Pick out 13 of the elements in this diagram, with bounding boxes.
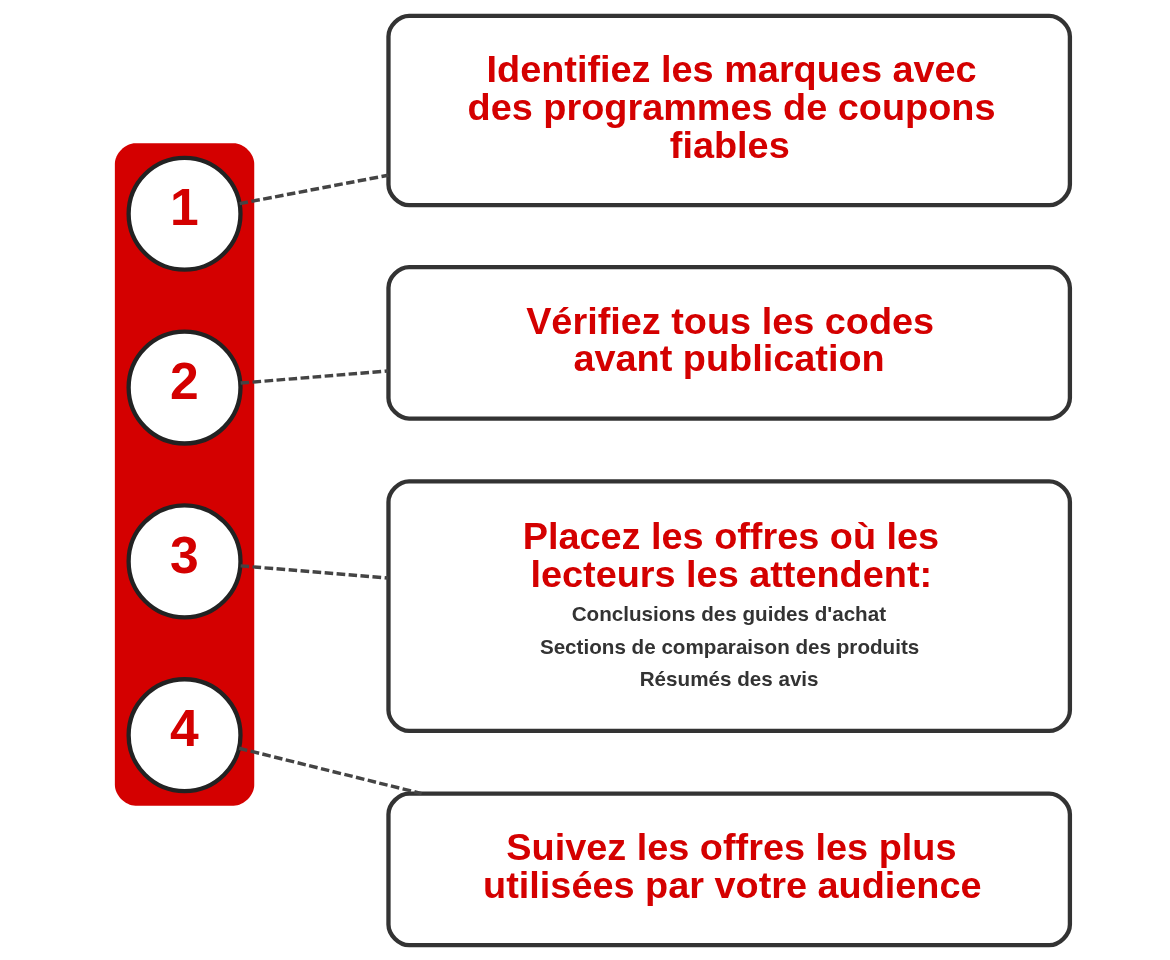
node-circle: 1 (125, 155, 243, 272)
node-box: Suivez les offres les plus utilisées par votre audience (385, 791, 1072, 947)
connector (240, 368, 388, 385)
connector (238, 746, 422, 795)
node-circle: 2 (125, 329, 243, 446)
connector (238, 173, 389, 205)
node-circle: 3 (125, 502, 243, 619)
node-box: Vérifiez tous les codes avant publication (385, 264, 1072, 421)
node-circle: 4 (125, 676, 243, 793)
cluster (114, 142, 254, 806)
node-box: Identifiez les marques avec des programmes de coupons fiables (385, 13, 1072, 207)
node-box: Placez les offres où les lecteurs les attendent: Conclusions des guides d'achat Sections de comparaison des produits Résumés des avis (385, 478, 1072, 733)
connector (240, 563, 388, 580)
